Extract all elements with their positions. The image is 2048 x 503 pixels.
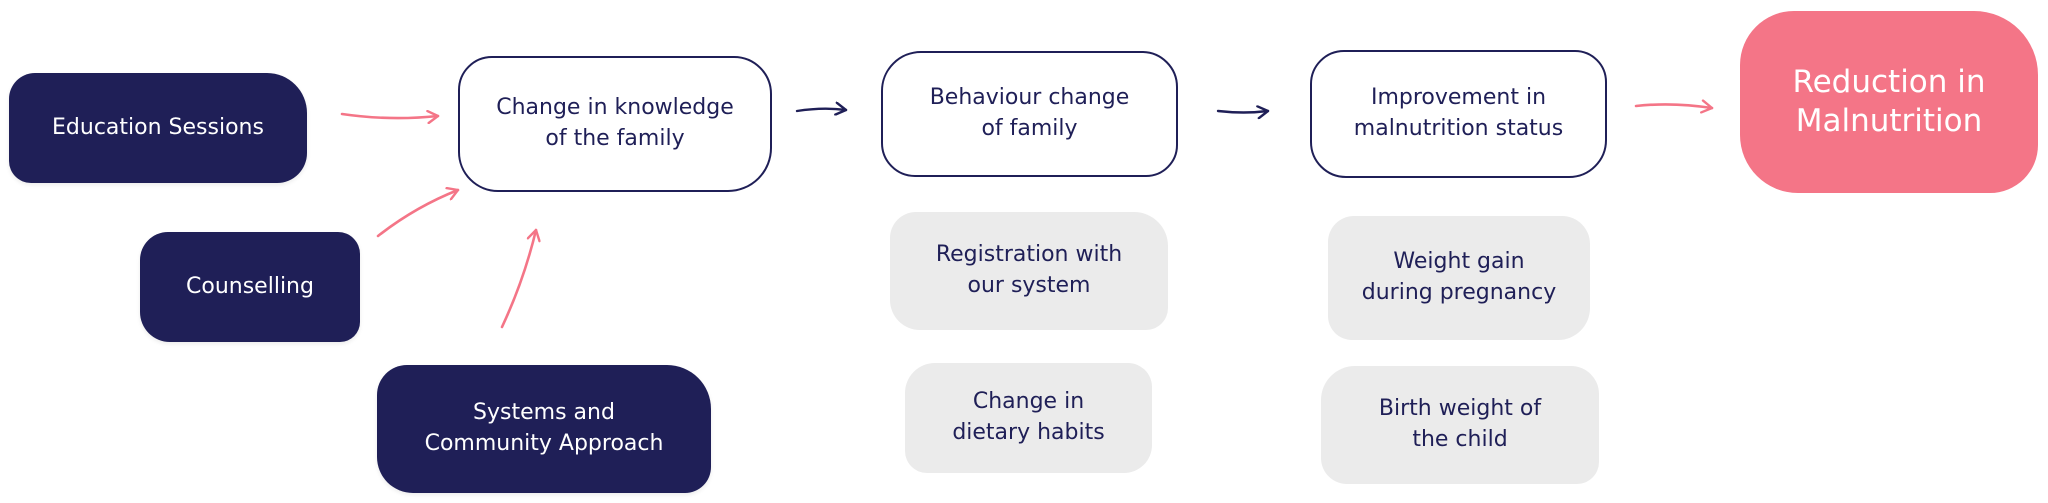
arrow-systems-to-knowledge [500,228,536,329]
registration-indicator: Registration with our system [890,212,1168,330]
malnutrition-status-label: Improvement in malnutrition status [1353,85,1564,141]
systems-community-node: Systems and Community Approach [377,365,711,493]
weight-gain-indicator: Weight gain during pregnancy [1328,216,1590,340]
weight-gain-label: Weight gain during pregnancy [1361,249,1557,305]
behaviour-change-label: Behaviour change of family [929,85,1130,141]
education-sessions-label: Education Sessions [52,114,264,140]
knowledge-change-label: Change in knowledge of the family [496,95,734,151]
arrow-counselling-to-knowledge [376,190,460,238]
arrow-knowledge-to-behaviour [795,109,848,111]
systems-community-label: Systems and Community Approach [424,400,664,456]
reduction-in-malnutrition-label: Reduction in Malnutrition [1792,64,1986,139]
behaviour-change-node: Behaviour change of family [881,51,1178,177]
reduction-in-malnutrition-node: Reduction in Malnutrition [1740,11,2038,193]
arrow-behaviour-to-malnutrition [1216,111,1270,113]
arrow-education-to-knowledge [340,114,440,118]
knowledge-change-node: Change in knowledge of the family [458,56,772,192]
birth-weight-indicator: Birth weight of the child [1321,366,1599,484]
dietary-habits-label: Change in dietary habits [952,389,1105,445]
registration-label: Registration with our system [935,242,1123,298]
education-sessions-node: Education Sessions [9,73,307,183]
dietary-habits-indicator: Change in dietary habits [905,363,1152,473]
birth-weight-label: Birth weight of the child [1378,396,1542,452]
arrow-malnutrition-to-outcome [1634,104,1714,108]
counselling-label: Counselling [186,273,314,299]
counselling-node: Counselling [140,232,360,342]
malnutrition-status-node: Improvement in malnutrition status [1310,50,1607,178]
